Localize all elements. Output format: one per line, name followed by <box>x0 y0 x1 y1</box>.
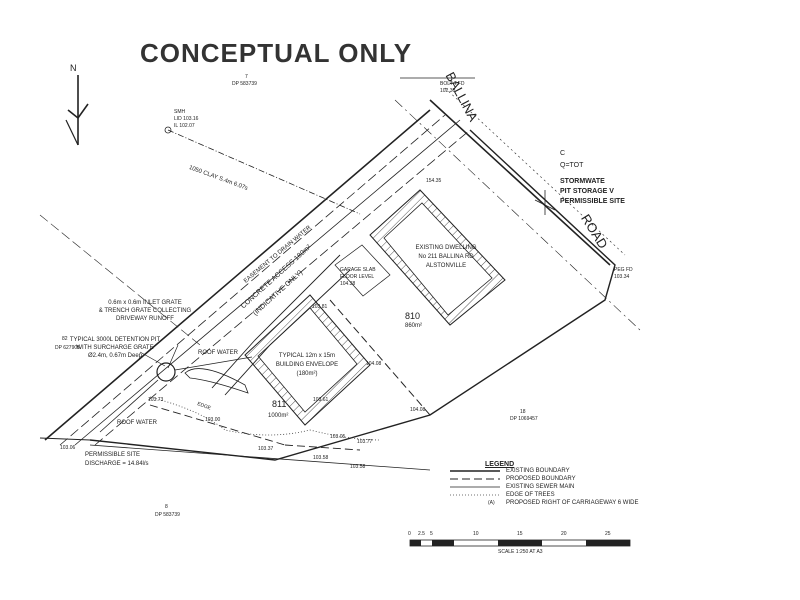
lot-18-number: 18 <box>520 409 526 415</box>
spot-level: 104.08 <box>410 407 426 413</box>
q-total-label: Q=TOT <box>560 162 584 169</box>
smh-il: IL 102.07 <box>174 123 195 129</box>
legend-item-row-carriageway: PROPOSED RIGHT OF CARRIAGEWAY 6 WIDE <box>506 500 639 506</box>
garage-slab-level: 104.38 <box>340 281 356 287</box>
lot-811-area: 1000m² <box>268 413 289 419</box>
lot-18-dp: DP 1069457 <box>510 416 538 422</box>
lot-boundaries <box>39 129 616 471</box>
legend-swatches <box>450 470 500 496</box>
scale-tick: 25 <box>605 531 611 537</box>
stormwater-permissible: PERMISSIBLE SITE <box>560 198 625 205</box>
lot-8-dp: DP 583739 <box>155 512 180 518</box>
building-envelope-footprint <box>244 294 371 426</box>
detention-pit-size: Ø2.4m, 0.67m Deep <box>87 353 143 359</box>
concrete-access <box>184 254 351 396</box>
lot-82-dp: DP 627905 <box>55 345 80 351</box>
detention-pit-grate: WITH SURCHARGE GRATE <box>76 345 154 351</box>
scale-caption: SCALE 1:250 AT A3 <box>498 549 543 555</box>
spot-level: 103.58 <box>350 464 366 470</box>
bolt-label: BOLT T.FD <box>440 81 465 87</box>
north-label: N <box>70 63 77 73</box>
spot-level: 103.06 <box>60 445 76 451</box>
spot-level: 103.61 <box>313 397 329 403</box>
legend-item-row-marker: (A) <box>488 500 495 506</box>
peg-level: 103.34 <box>614 274 630 280</box>
building-envelope-area: (180m²) <box>296 371 318 377</box>
smh-lid: LID 103.16 <box>174 116 199 122</box>
lot-82-number: 82 <box>62 336 68 342</box>
garage-slab-floor: FLOOR LEVEL <box>340 274 375 280</box>
spot-level: 154.35 <box>426 178 442 184</box>
spot-level: 103.77 <box>357 439 373 445</box>
scale-tick: 10 <box>473 531 479 537</box>
scale-tick: 2.5 <box>418 531 425 537</box>
stormwater-label: STORMWATE <box>560 178 605 185</box>
spot-level: 103.58 <box>313 455 329 461</box>
spot-level: 103.00 <box>205 417 221 423</box>
garage-slab <box>334 244 391 297</box>
inlet-grate-runoff: DRIVEWAY RUNOFF <box>116 316 174 322</box>
scale-bar <box>409 539 631 547</box>
smh-label: SMH <box>174 109 186 115</box>
permissible-site-discharge: DISCHARGE = 14.84l/s <box>85 461 149 467</box>
roof-water-label-2: ROOF WATER <box>117 420 157 426</box>
building-envelope-label: TYPICAL 12m x 15m <box>278 353 336 359</box>
legend-item-proposed-boundary: PROPOSED BOUNDARY <box>506 476 576 482</box>
lot-810-number: 810 <box>405 311 421 321</box>
detention-pit <box>139 344 179 382</box>
lot-7-number: 7 <box>245 74 248 80</box>
lot-811-number: 811 <box>272 399 287 409</box>
spot-level: 103.73 <box>148 397 164 403</box>
road-boundary <box>394 77 641 331</box>
spot-level: 103.37 <box>258 446 274 452</box>
c-label: C <box>560 150 566 157</box>
building-envelope-type: BUILDING ENVELOPE <box>275 362 339 368</box>
legend-item-edge-of-trees: EDGE OF TREES <box>506 492 555 498</box>
scale-tick: 20 <box>561 531 567 537</box>
north-arrow-icon <box>65 75 89 146</box>
roof-water-label-1: ROOF WATER <box>198 350 238 356</box>
existing-dwelling-town: ALSTONVILLE <box>425 263 467 269</box>
spot-level: 103.81 <box>312 304 328 310</box>
scale-tick: 5 <box>430 531 433 537</box>
drawing-title: CONCEPTUAL ONLY <box>140 38 413 68</box>
inlet-grate-label: 0.6m x 0.6m INLET GRATE <box>108 300 182 306</box>
legend-item-sewer-main: EXISTING SEWER MAIN <box>506 484 575 490</box>
existing-dwelling-label: EXISTING DWELLING <box>415 245 477 251</box>
pit-marker-icon <box>534 190 556 215</box>
spot-level: 104.08 <box>366 361 382 367</box>
roof-water-lines <box>99 356 253 433</box>
scale-tick: 15 <box>517 531 523 537</box>
peg-label: PEG FD <box>614 267 633 273</box>
lot-810-area: 860m² <box>405 323 423 329</box>
lot-7-dp: DP 583739 <box>232 81 257 87</box>
detention-pit-label: TYPICAL 3000L DETENTION PIT <box>69 337 161 343</box>
permissible-site-label: PERMISSIBLE SITE <box>85 452 141 458</box>
inlet-grate-trench: & TRENCH GRATE COLLECTING <box>98 308 192 314</box>
easement-lines <box>39 109 471 446</box>
spot-level: 103.05 <box>330 434 346 440</box>
existing-dwelling-address: No 211 BALLINA RD <box>418 254 474 260</box>
legend-heading: LEGEND <box>485 461 515 468</box>
garage-slab-label: GARAGE SLAB <box>340 267 376 273</box>
edge-of-trees <box>149 396 381 441</box>
existing-dwelling-footprint <box>369 189 506 326</box>
bolt-level: 102.30 <box>440 88 456 94</box>
sewer-main <box>164 126 361 215</box>
stormwater-storage: PIT STORAGE V <box>560 188 614 195</box>
legend-item-existing-boundary: EXISTING BOUNDARY <box>506 468 570 474</box>
scale-tick: 0 <box>408 531 411 537</box>
lot-8-number: 8 <box>165 504 168 510</box>
